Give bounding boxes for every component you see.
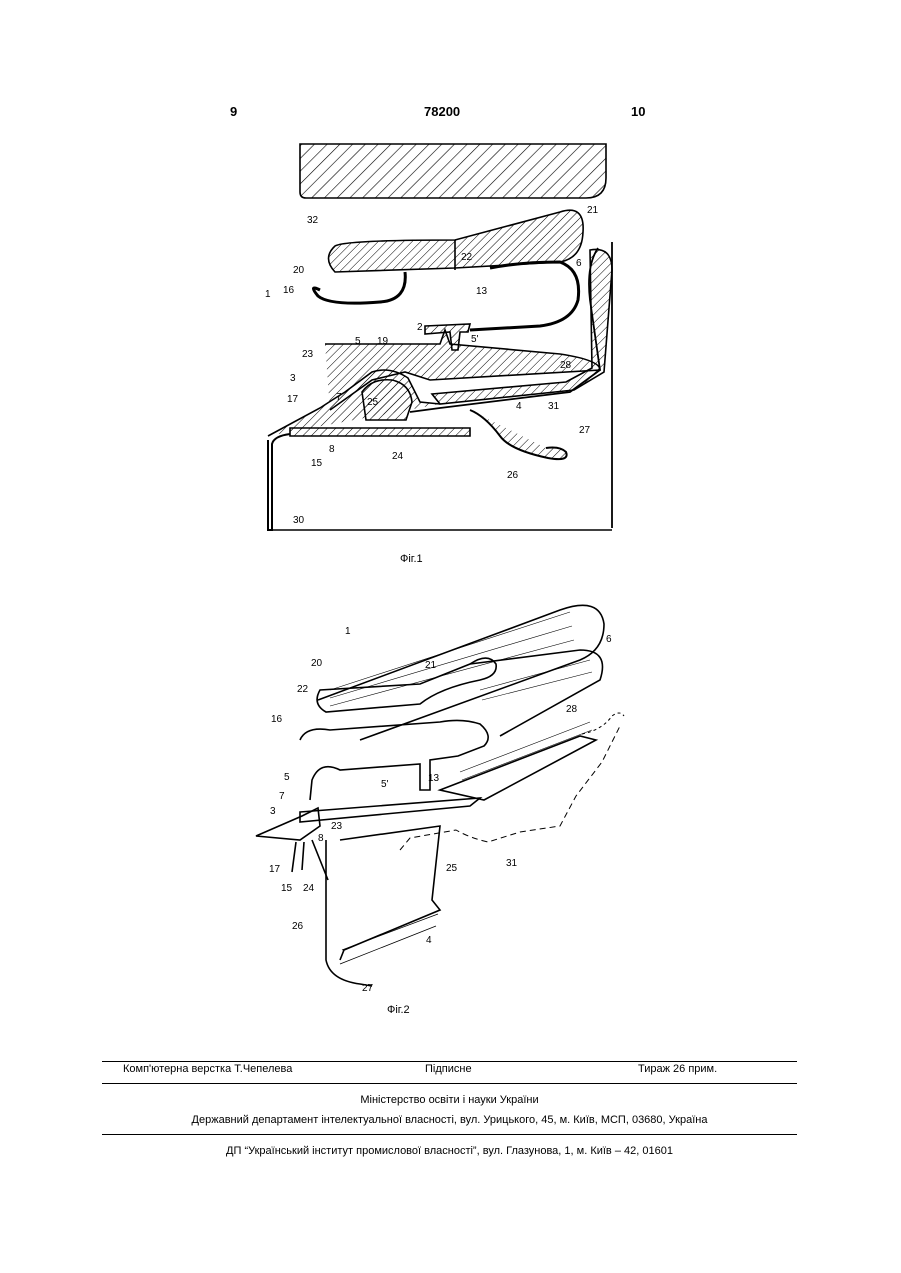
fig2-label: 16 bbox=[271, 714, 283, 725]
fig1-label: 16 bbox=[283, 285, 295, 296]
fig2-label: 5 bbox=[284, 772, 290, 783]
fig2-label: 15 bbox=[281, 883, 293, 894]
fig1-label: 32 bbox=[307, 215, 319, 226]
fig1-label: 2 bbox=[417, 322, 423, 333]
fig1-label: 22 bbox=[461, 252, 473, 263]
plate-19 bbox=[300, 798, 480, 822]
fig1-label: 26 bbox=[507, 470, 519, 481]
fold-16 bbox=[313, 272, 405, 303]
figure-1-caption: Фіг.1 bbox=[400, 553, 423, 565]
flap-26 bbox=[326, 840, 372, 986]
fig1-label: 20 bbox=[293, 265, 305, 276]
flap-4 bbox=[340, 826, 440, 960]
fig2-label: 17 bbox=[269, 864, 281, 875]
finger-15 bbox=[292, 842, 304, 872]
fig2-label: 23 bbox=[331, 821, 343, 832]
fig1-label: 15 bbox=[311, 458, 323, 469]
footer-rule-top bbox=[102, 1061, 797, 1062]
fig2-label: 13 bbox=[428, 773, 440, 784]
bulb-20 bbox=[317, 658, 496, 712]
subscription-note: Підписне bbox=[425, 1063, 472, 1075]
rail-28 bbox=[440, 736, 596, 800]
fig2-label: 26 bbox=[292, 921, 304, 932]
fig2-label: 28 bbox=[566, 704, 578, 715]
fig1-label: 8 bbox=[329, 444, 335, 455]
fig1-label: 30 bbox=[293, 515, 305, 526]
wall-30 bbox=[268, 434, 290, 530]
fig2-label: 31 bbox=[506, 858, 518, 869]
fig2-label: 24 bbox=[303, 883, 315, 894]
footer-rule-bottom bbox=[102, 1134, 797, 1135]
body-16 bbox=[300, 720, 488, 800]
ministry-line: Міністерство освіти і науки України bbox=[102, 1094, 797, 1106]
fig2-label: 21 bbox=[425, 660, 437, 671]
fig1-label: 21 bbox=[587, 205, 599, 216]
strip-24 bbox=[290, 428, 470, 436]
department-line: Державний департамент інтелектуальної вл… bbox=[102, 1114, 797, 1126]
fig1-label: 4 bbox=[516, 401, 522, 412]
institute-line: ДП “Український інститут промислової вла… bbox=[102, 1145, 797, 1157]
fig2-label: 25 bbox=[446, 863, 458, 874]
fig2-label: 7 bbox=[279, 791, 285, 802]
flap-26 bbox=[470, 410, 567, 459]
fig1-label: 19 bbox=[377, 336, 389, 347]
fig1-label: 31 bbox=[548, 401, 560, 412]
fig1-label: 25 bbox=[367, 397, 379, 408]
fig2-label: 22 bbox=[297, 684, 309, 695]
fig1-label: 5 bbox=[355, 336, 361, 347]
fig1-label: 6 bbox=[576, 258, 582, 269]
fig1-label: 1 bbox=[265, 289, 271, 300]
fig2-label: 5' bbox=[381, 779, 389, 790]
fig2-label: 20 bbox=[311, 658, 323, 669]
fig1-label: 13 bbox=[476, 286, 488, 297]
fig1-label: 3 bbox=[290, 373, 296, 384]
fig2-label: 3 bbox=[270, 806, 276, 817]
fig2-label: 6 bbox=[606, 634, 612, 645]
circulation-note: Тираж 26 прим. bbox=[638, 1063, 717, 1075]
figure-1-drawing bbox=[268, 144, 612, 530]
footer-rule-middle bbox=[102, 1083, 797, 1084]
fig2-label: 4 bbox=[426, 935, 432, 946]
fig1-label: 23 bbox=[302, 349, 314, 360]
plate-32 bbox=[300, 144, 606, 198]
fig1-label: 7 bbox=[336, 392, 342, 403]
fig2-label: 8 bbox=[318, 833, 324, 844]
figure-2-caption: Фіг.2 bbox=[387, 1004, 410, 1016]
fig2-label: 1 bbox=[345, 626, 351, 637]
fig1-label: 17 bbox=[287, 394, 299, 405]
typesetting-credit: Комп'ютерна верстка Т.Чепелева bbox=[123, 1063, 292, 1075]
fig1-label: 27 bbox=[579, 425, 591, 436]
fig2-label: 27 bbox=[362, 983, 374, 994]
fig1-label: 28 bbox=[560, 360, 572, 371]
fig1-label: 24 bbox=[392, 451, 404, 462]
flange-17 bbox=[256, 808, 320, 840]
fig1-label: 5' bbox=[471, 334, 479, 345]
